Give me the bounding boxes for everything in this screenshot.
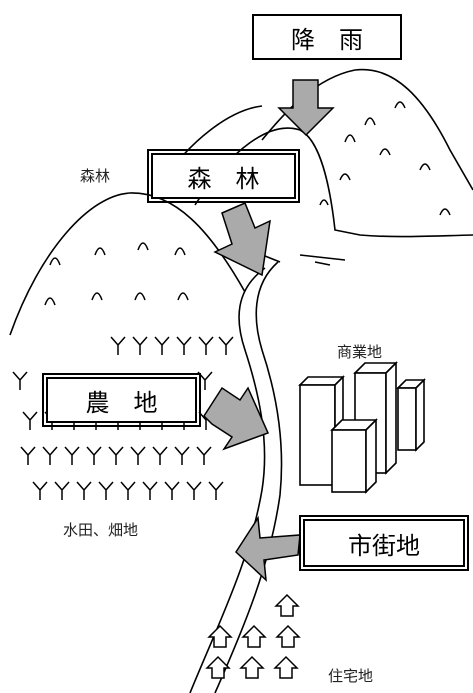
arrow-city: [235, 515, 301, 582]
crop-mark: [86, 446, 102, 465]
crop-mark: [174, 446, 190, 465]
crop-mark: [142, 481, 158, 500]
crop-mark: [42, 446, 58, 465]
forest-label: 森林: [80, 167, 111, 185]
crop-mark: [64, 446, 80, 465]
crop-mark: [198, 336, 214, 355]
city-box: 市街地: [299, 515, 469, 571]
left-mountain: [9, 192, 246, 336]
crop-mark: [76, 481, 92, 500]
farmland-box: 農 地: [42, 373, 201, 427]
crop-mark: [130, 446, 146, 465]
house-icon: [207, 624, 233, 648]
house-icon: [239, 655, 265, 679]
crop-mark: [132, 336, 148, 355]
forest-box: 森 林: [147, 149, 300, 203]
crop-mark: [164, 481, 180, 500]
rain-box: 降 雨: [252, 14, 402, 60]
house-icon: [273, 655, 299, 679]
crop-mark: [110, 336, 126, 355]
crop-mark: [120, 481, 136, 500]
crop-mark: [208, 481, 224, 500]
houses: [205, 593, 301, 679]
crop-mark: [22, 411, 38, 430]
arrows: [203, 79, 335, 582]
buildings: [298, 361, 426, 494]
paddy-label: 水田、畑地: [63, 521, 139, 539]
crop-mark: [32, 481, 48, 500]
house-icon: [205, 655, 231, 679]
crop-mark: [20, 446, 36, 465]
house-icon: [274, 593, 300, 617]
crop-mark: [12, 371, 28, 390]
river-left-bank: [189, 267, 266, 693]
crop-mark: [218, 336, 234, 355]
building-right: [396, 378, 426, 452]
house-icon: [275, 624, 301, 648]
slope-marks: [44, 101, 451, 306]
mountains: [9, 68, 473, 336]
house-icon: [241, 624, 267, 648]
crop-mark: [197, 371, 213, 390]
crop-mark: [186, 481, 202, 500]
crop-mark: [196, 446, 212, 465]
building-front: [330, 418, 378, 494]
crop-mark: [98, 481, 114, 500]
middle-mountain: [194, 127, 473, 238]
crop-mark: [176, 336, 192, 355]
arrow-farmland: [203, 386, 270, 451]
crop-mark: [154, 336, 170, 355]
crop-mark: [108, 446, 124, 465]
river-right-bank: [214, 261, 283, 693]
crop-mark: [54, 481, 70, 500]
residential-label: 住宅地: [328, 667, 374, 685]
commercial-label: 商業地: [337, 343, 383, 361]
arrow-rain: [277, 79, 335, 137]
arrow-forest: [213, 202, 271, 277]
crop-mark: [152, 446, 168, 465]
